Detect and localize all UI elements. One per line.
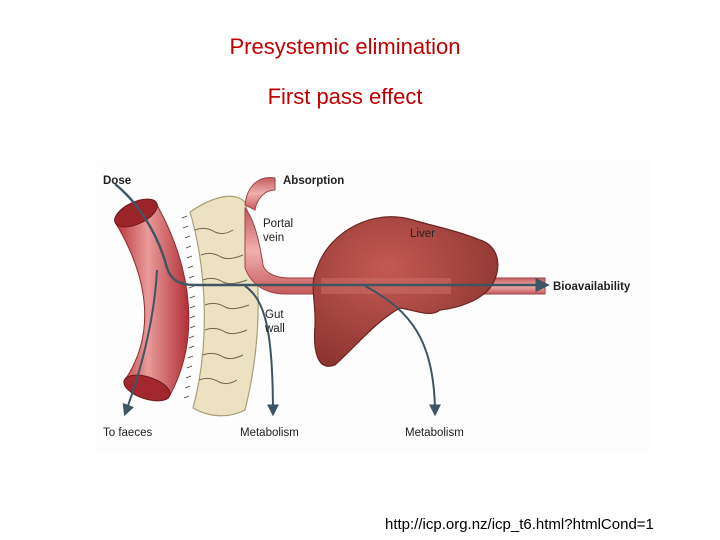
label-metabolism-liver: Metabolism <box>405 427 464 439</box>
liver-metabolism-arrow <box>364 285 441 417</box>
label-to-faeces: To faeces <box>103 427 152 439</box>
slide-subtitle: First pass effect <box>267 84 423 109</box>
label-portal-vein-line2: vein <box>263 232 284 244</box>
absorption-vessel <box>244 176 276 211</box>
gut-lumen-top-opening <box>114 198 158 228</box>
faeces-arrow <box>122 269 158 417</box>
slide-title: Presystemic elimination <box>229 34 461 59</box>
label-gut-wall-line2: wall <box>264 323 285 335</box>
source-url: http://icp.org.nz/icp_t6.html?htmlCond=1 <box>385 516 654 533</box>
gut-metabolism-arrow <box>244 285 279 417</box>
label-absorption: Absorption <box>283 175 344 187</box>
label-dose: Dose <box>103 175 131 187</box>
label-portal-vein-line1: Portal <box>263 218 293 230</box>
label-metabolism-gut: Metabolism <box>240 427 299 439</box>
first-pass-diagram: Dose Absorption Portal vein Liver Bioava… <box>95 160 650 452</box>
brush-border <box>181 215 196 399</box>
label-liver: Liver <box>410 228 435 240</box>
dose-arrow <box>114 183 550 293</box>
label-gut-wall-line1: Gut <box>265 309 284 321</box>
label-bioavailability: Bioavailability <box>553 281 631 293</box>
villi-folds <box>194 227 250 385</box>
